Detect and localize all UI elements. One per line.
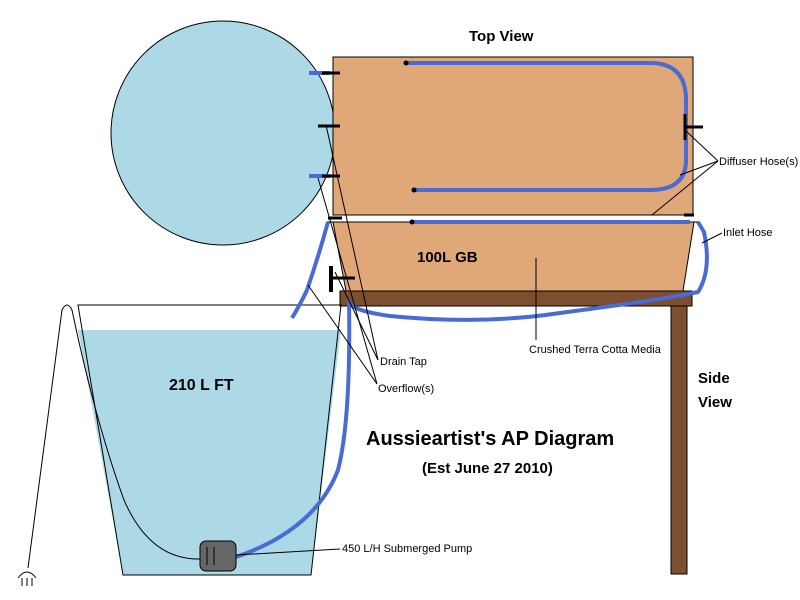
leader-lines — [235, 124, 723, 556]
fish-tank-top-view — [110, 20, 336, 246]
fish-tank-side-view — [77, 304, 342, 576]
hose-end-marker — [409, 219, 415, 225]
diffuser-hoses-label: Diffuser Hose(s) — [719, 156, 798, 168]
overflows-label: Overflow(s) — [378, 383, 434, 395]
fish-tank-water — [78, 330, 341, 575]
hose-end-marker — [403, 60, 409, 66]
diagram-subtitle: (Est June 27 2010) — [422, 460, 553, 477]
grow-bed-label: 100L GB — [417, 249, 478, 266]
crushed-media-label: Crushed Terra Cotta Media — [529, 344, 662, 356]
power-plug-icon — [17, 571, 37, 586]
drain-tap-label: Drain Tap — [380, 356, 427, 368]
inlet-t-connector-top-view — [683, 114, 703, 140]
side-view-label: Side — [698, 370, 730, 387]
side-view-label: View — [698, 394, 732, 411]
top-view-label: Top View — [469, 28, 534, 45]
overflow-hose-side-view — [290, 221, 330, 320]
pump-return-hose — [235, 220, 709, 559]
diagram-title: Aussieartist's AP Diagram — [366, 428, 614, 450]
diffuser-hose-top-view — [406, 61, 688, 192]
submerged-pump — [199, 540, 237, 572]
hose-end-marker — [411, 187, 417, 193]
stand-leg — [670, 305, 688, 575]
pump-power-cord — [27, 304, 201, 569]
pump-label: 450 L/H Submerged Pump — [342, 543, 472, 555]
fish-tank-label: 210 L FT — [169, 377, 234, 394]
inlet-hose-label: Inlet Hose — [723, 227, 773, 239]
grow-bed-side-view — [332, 221, 695, 292]
drain-tap-side-view — [329, 266, 355, 292]
